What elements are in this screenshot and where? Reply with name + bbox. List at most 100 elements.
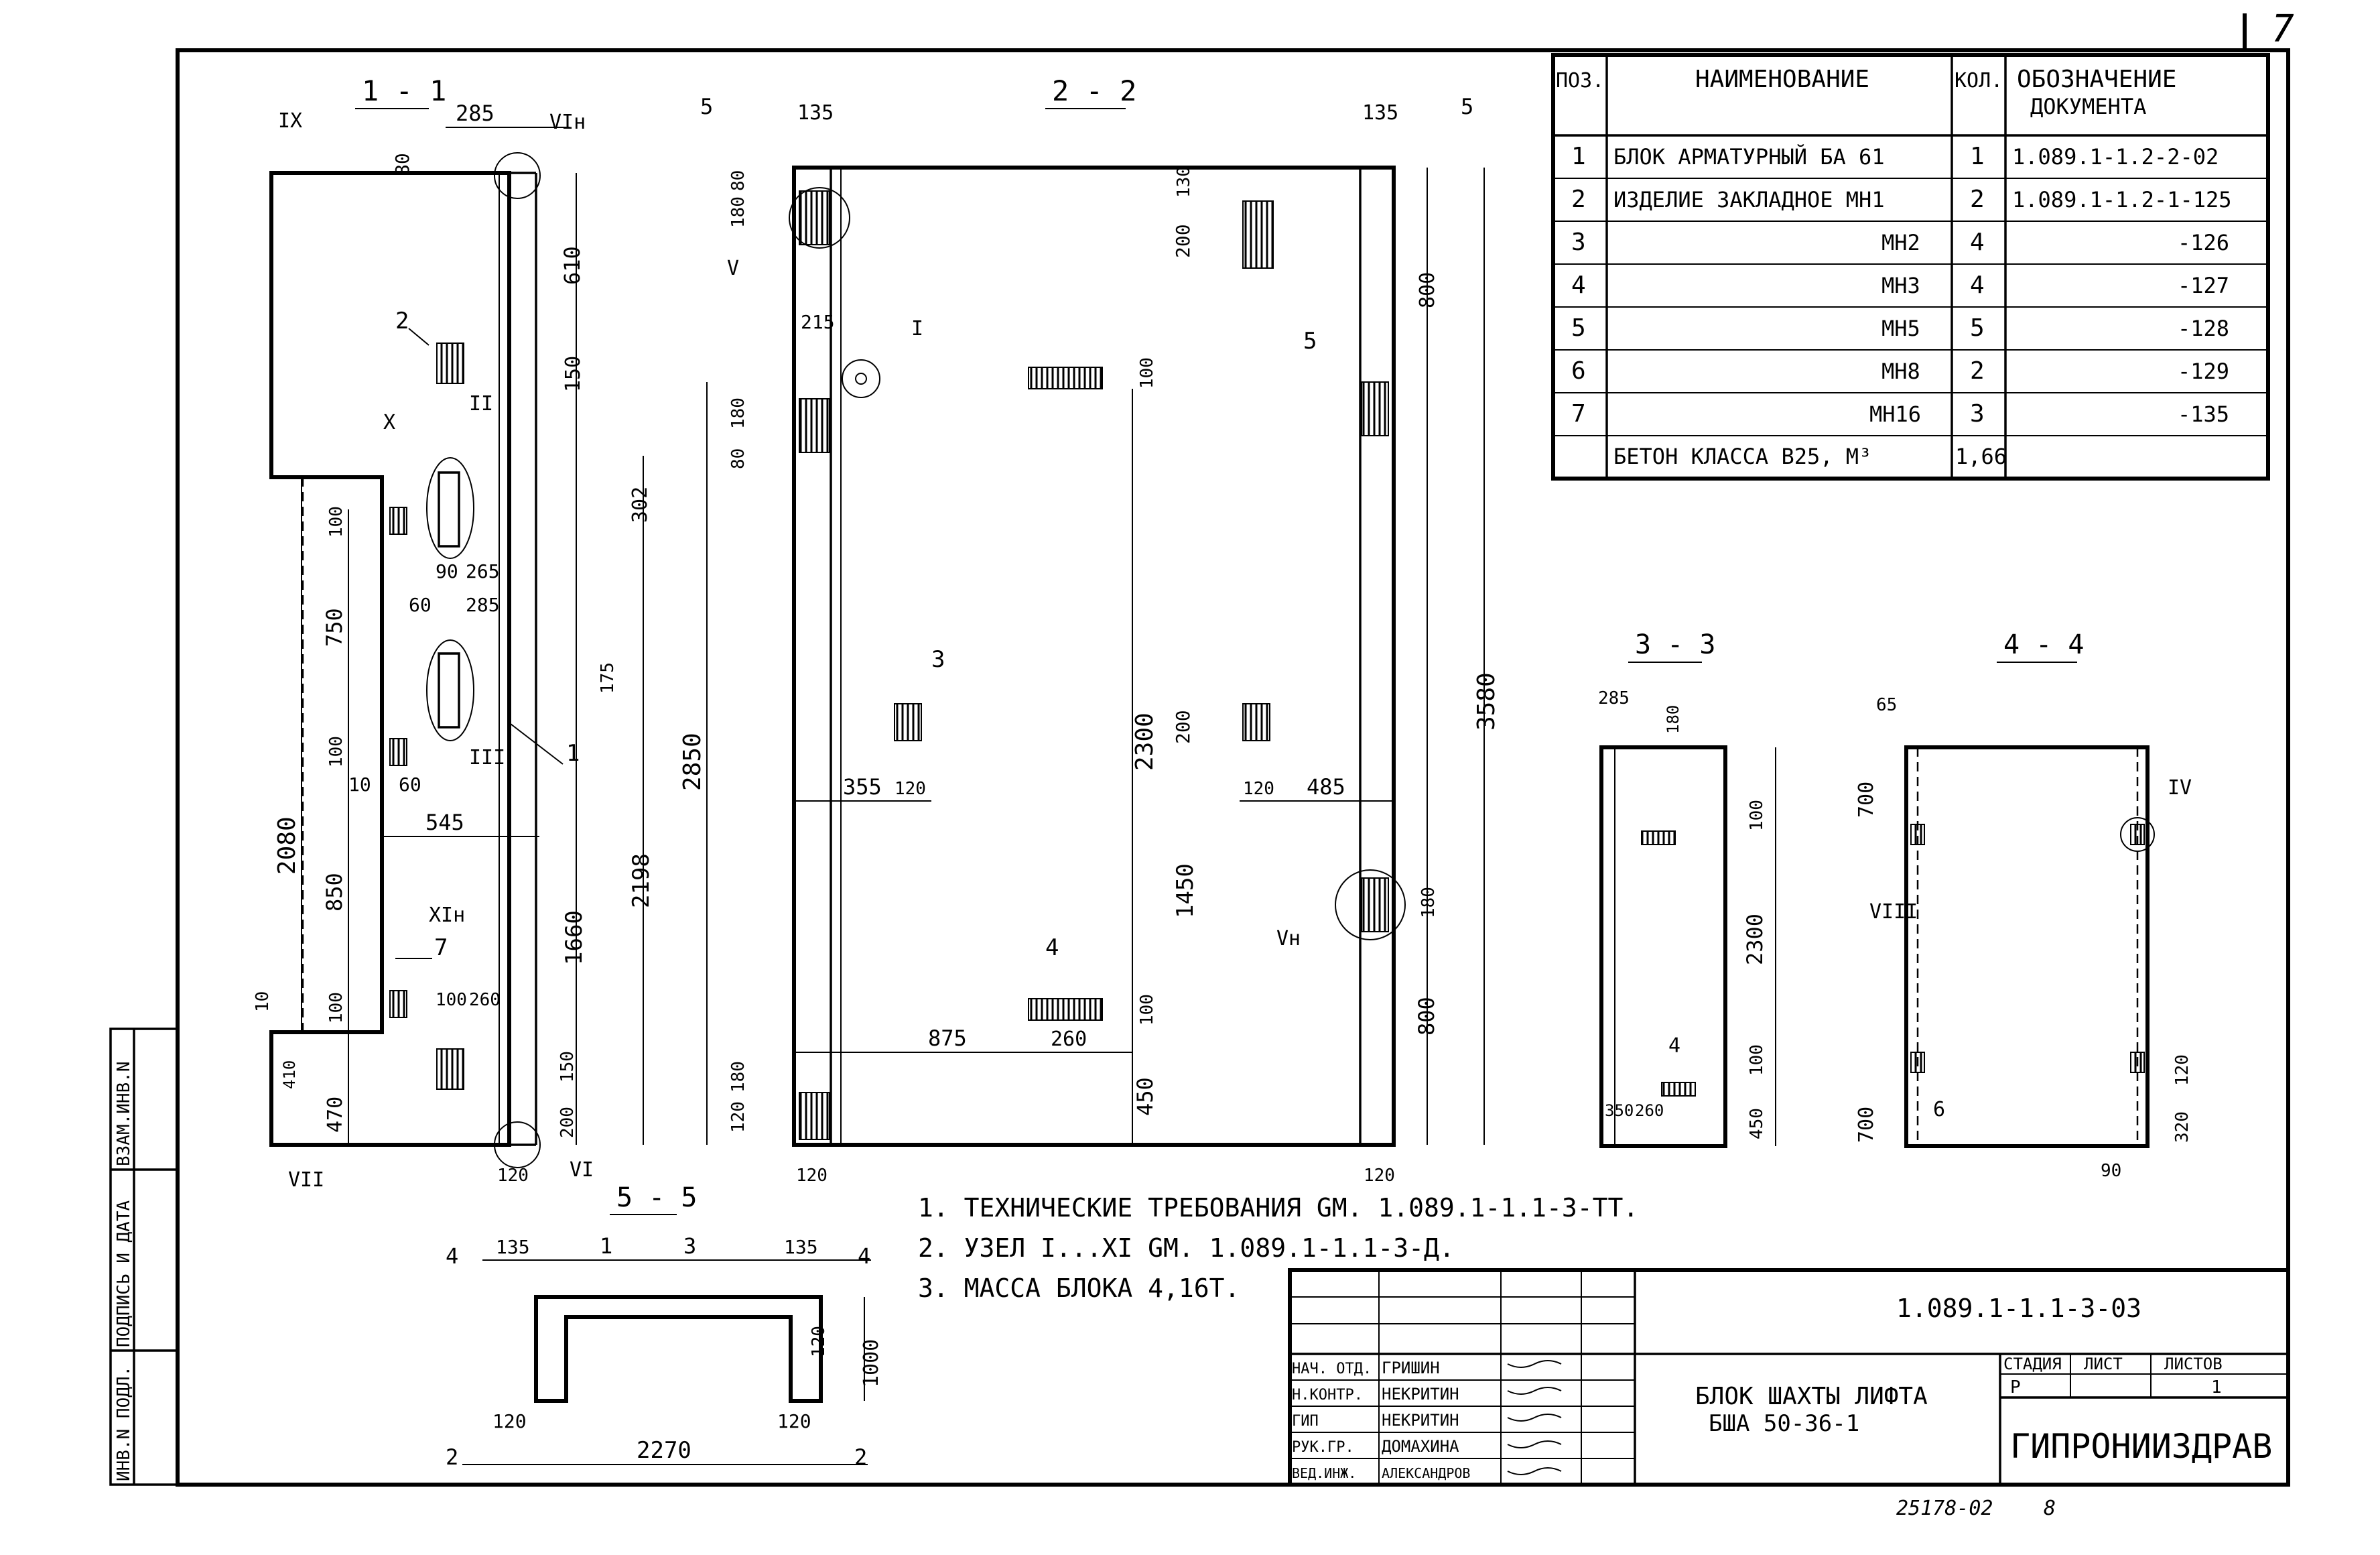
dim-label: 135 (784, 1236, 818, 1258)
drawing-title-2: БША 50-36-1 (1709, 1410, 1859, 1437)
dim-label: 135 (496, 1236, 530, 1258)
callout-pos: 5 (1303, 328, 1317, 355)
role-name: НЕКРИТИН (1382, 1385, 1459, 1404)
stage-value: Р (2010, 1377, 2021, 1397)
dim-label: 100 (326, 736, 346, 767)
dim-label: 450 (1132, 1077, 1158, 1116)
role-name: НЕКРИТИН (1382, 1411, 1459, 1430)
footer-code: 25178-02 (1896, 1497, 1993, 1520)
dim-label: 1450 (1172, 863, 1199, 918)
callout-node: Vн (1276, 927, 1301, 950)
section-4-4: 4 - 4 65 700 700 120 320 90 IV VIII 6 (1855, 629, 2192, 1181)
spec-row-name: БЛОК АРМАТУРНЫЙ БА 61 (1613, 144, 1885, 170)
dim-label: 100 (1747, 1044, 1767, 1076)
spec-row-qty: 4 (1970, 229, 1985, 256)
dim-label: 100 (326, 992, 346, 1023)
dim-label: 700 (1855, 1107, 1878, 1143)
section-3-3: 3 - 3 285 180 100 2300 100 450 350 260 4 (1598, 629, 1776, 1148)
spec-row-name: ИЗДЕЛИЕ ЗАКЛАДНОЕ МН1 (1613, 187, 1885, 212)
sheets-value: 1 (2211, 1377, 2222, 1397)
footer-page: 8 (2044, 1497, 2056, 1520)
role-name: ДОМАХИНА (1382, 1437, 1459, 1456)
dim-label: 135 (1362, 101, 1398, 125)
spec-row-pos: 7 (1571, 400, 1586, 428)
dim-label: 10 (253, 991, 273, 1012)
callout-node: X (383, 411, 395, 434)
signature-mark (1507, 1387, 1562, 1395)
dim-label: 120 (777, 1410, 811, 1432)
dim-label: 1660 (561, 910, 588, 965)
section-mark: 2 (446, 1444, 458, 1470)
stamp-sign: ПОДПИСЬ И ДАТА (114, 1200, 134, 1347)
dim-label: 120 (497, 1166, 529, 1186)
dim-label: 485 (1307, 774, 1345, 800)
dim-label: 135 (797, 101, 834, 125)
sheet-number: 7 (2271, 7, 2294, 51)
dim-label: 850 (322, 873, 347, 912)
note-item: 3. МАССА БЛОКА 4,16Т. (918, 1273, 1240, 1303)
callout-node: I (911, 317, 923, 340)
spec-row-name: МН3 (1881, 273, 1920, 298)
section-1-1: 1 - 1 285 80 610 150 (253, 74, 655, 1192)
dim-label: 10 (348, 773, 371, 796)
spec-row-doc: -127 (2178, 273, 2229, 298)
doc-code: 1.089.1-1.1-3-03 (1896, 1294, 2141, 1323)
dim-label: 60 (409, 594, 432, 616)
sheet-frame (176, 48, 2290, 1487)
role-label: Н.КОНТР. (1292, 1387, 1363, 1404)
spec-concrete-name: БЕТОН КЛАССА В25, М³ (1613, 444, 1871, 469)
spec-row-doc: -128 (2178, 316, 2229, 341)
callout-pos: 1 (566, 740, 580, 767)
dim-label: 470 (324, 1097, 347, 1133)
dim-label: 285 (466, 594, 500, 616)
drawing-title-1: БЛОК ШАХТЫ ЛИФТА (1695, 1383, 1928, 1410)
stage-label: СТАДИЯ (2003, 1355, 2062, 1373)
spec-row-qty: 2 (1970, 186, 1985, 213)
dim-label: 2270 (637, 1437, 691, 1464)
dim-label: 150 (557, 1051, 578, 1082)
dim-label: 3580 (1473, 672, 1500, 731)
spec-row-qty: 2 (1970, 357, 1985, 385)
section-title: 1 - 1 (362, 74, 446, 107)
signature-mark (1507, 1414, 1562, 1422)
dim-label: 120 (895, 779, 926, 799)
callout-node: III (469, 746, 505, 769)
dim-label: 285 (1598, 688, 1630, 708)
dim-label: 180 (1664, 705, 1682, 734)
dim-label: 545 (425, 810, 464, 835)
role-label: НАЧ. ОТД. (1292, 1361, 1372, 1377)
dim-label: 150 (561, 356, 585, 392)
dim-label: 130 (1174, 166, 1194, 198)
signature-mark (1507, 1467, 1562, 1475)
dim-label: 700 (1855, 782, 1878, 818)
spec-row-pos: 6 (1571, 357, 1586, 385)
callout-pos: 2 (395, 308, 409, 334)
dim-label: 215 (801, 311, 835, 333)
role-label: ГИП (1292, 1413, 1319, 1430)
dim-label: 260 (1051, 1028, 1087, 1051)
section-mark: 5 (1461, 94, 1473, 119)
dim-label: 260 (1635, 1101, 1664, 1120)
callout-pos: 6 (1933, 1098, 1945, 1121)
section-title: 4 - 4 (2003, 629, 2084, 660)
dim-label: 800 (1416, 272, 1439, 308)
section-mark: 1 (600, 1233, 612, 1259)
dim-label: 120 (492, 1410, 527, 1432)
spec-concrete-qty: 1,66 (1955, 444, 2007, 469)
dim-label: 80 (728, 170, 748, 191)
section-title: 5 - 5 (616, 1182, 697, 1213)
callout-node: II (469, 392, 493, 416)
section-5-5: 5 - 5 135 135 120 1000 120 2270 120 1 3 … (446, 1182, 883, 1470)
dim-label: 2300 (1742, 914, 1768, 965)
dim-label: 120 (1364, 1166, 1395, 1186)
dim-label: 200 (1172, 710, 1194, 744)
dim-label: 2198 (628, 853, 655, 908)
spec-row-doc: 1.089.1-1.2-2-02 (2012, 144, 2219, 170)
dim-label: 355 (843, 774, 882, 800)
spec-row-name: МН2 (1881, 230, 1920, 255)
callout-pos: 4 (1668, 1034, 1680, 1058)
dim-label: 100 (1137, 357, 1157, 389)
dim-label: 410 (280, 1060, 299, 1089)
spec-row-qty: 3 (1970, 400, 1985, 428)
spec-header-name: НАИМЕНОВАНИЕ (1695, 66, 1869, 93)
